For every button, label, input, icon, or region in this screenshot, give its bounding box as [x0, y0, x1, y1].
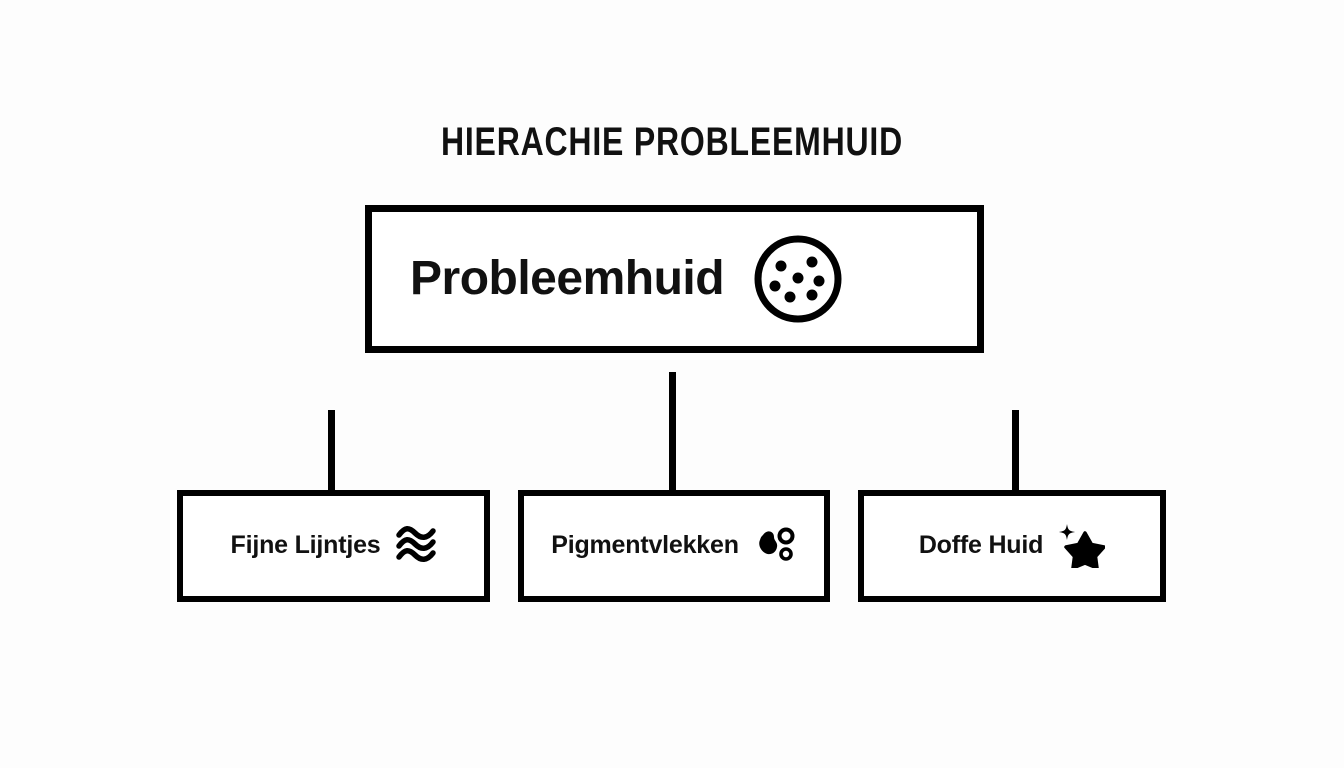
- node-child-fijne-lijntjes[interactable]: Fijne Lijntjes: [177, 490, 490, 602]
- pigment-spots-icon: [753, 523, 797, 567]
- node-child-label: Doffe Huid: [918, 530, 1044, 559]
- node-content: Fijne Lijntjes: [231, 525, 437, 565]
- node-child-doffe-huid[interactable]: Doffe Huid: [858, 490, 1166, 602]
- node-child-label: Pigmentvlekken: [551, 530, 739, 559]
- wavy-lines-icon: [395, 525, 437, 565]
- node-content: Pigmentvlekken: [551, 523, 797, 567]
- node-root-probleemhuid[interactable]: Probleemhuid: [365, 205, 984, 353]
- star-sparkle-icon: [1057, 522, 1106, 570]
- page-title: HIERACHIE PROBLEEMHUID: [440, 120, 904, 164]
- node-child-pigmentvlekken[interactable]: Pigmentvlekken: [518, 490, 830, 602]
- connector-line-right: [1012, 410, 1019, 490]
- connector-line-left: [328, 410, 335, 490]
- node-child-label: Fijne Lijntjes: [230, 530, 381, 559]
- dotted-circle-icon: [750, 231, 846, 327]
- node-root-label: Probleemhuid: [410, 252, 725, 305]
- connector-line-middle: [669, 372, 676, 490]
- node-content: Doffe Huid: [918, 522, 1106, 570]
